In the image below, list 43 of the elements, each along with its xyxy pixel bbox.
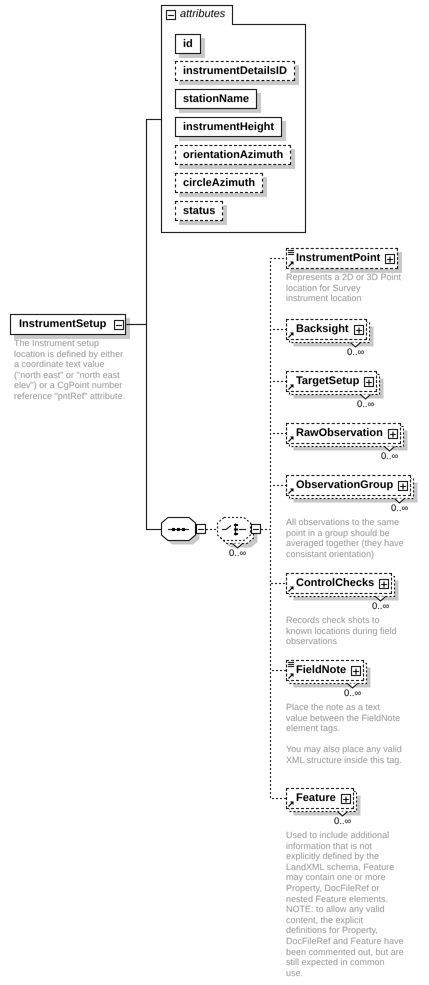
attribute-name: stationName [183,92,250,106]
documentation-text: Records check shots to known locations during field observations [286,615,398,647]
attribute-name: circleAzimuth [183,176,256,190]
element-name: ControlChecks [296,577,374,590]
attribute-name: instrumentHeight [183,120,274,134]
attribute-name: status [183,204,216,218]
occurrence-label: 0..∞ [344,689,362,699]
documentation-text: Place the note as a text value between the FieldNote element tags. [286,702,402,734]
element-name: Feature [296,792,336,805]
element-box [286,475,412,496]
occurrence-label: 0..∞ [357,400,374,410]
documentation-text: You may also place any valid XML structure inside this tag. [286,744,403,766]
element-name: InstrumentPoint [296,252,380,265]
element-name: Backsight [296,323,349,336]
attribute-name: orientationAzimuth [183,148,284,162]
occurrence-label: 0..∞ [229,549,246,559]
element-box [286,788,354,809]
group-label: attributes [180,7,226,22]
element-box [286,423,401,444]
element-box [286,660,364,681]
element-name: RawObservation [296,427,383,440]
element-name: InstrumentSetup [19,318,106,331]
occurrence-label: 0..∞ [334,817,352,827]
connector-line [126,119,162,530]
documentation-text: Represents a 2D or 3D Point location for Survey instrument location [286,272,402,304]
occurrence-label: 0..∞ [347,348,364,358]
element-name: ObservationGroup [296,479,394,492]
documentation-text: Used to include additional information that is not explicitly defined by the LandXML schema, Feature may contain one or more Property, DocFileRef or nested Feature elements. NOTE: to allow any valid content, the explicit definitions for Property, DocFileRef and Feature have been commented out, but are still expected in common use. [286,830,404,978]
attribute-name: instrumentDetailsID [183,64,287,78]
element-box [286,371,378,392]
occurrence-label: 0..∞ [381,452,398,462]
element-name: FieldNote [296,664,346,677]
documentation-text: All observations to the same point in a group should be averaged together (they have consistant orientation) [286,517,404,560]
element-box [286,319,367,340]
documentation-text: The Instrument setup location is defined by either a coordinate text value ("north east" or "north east elev") or a CgPoint number reference "pntRef" attribute. [14,338,126,402]
occurrence-label: 0..∞ [391,504,408,514]
attribute-group [161,5,306,233]
occurrence-label: 0..∞ [372,602,390,612]
attribute-name: id [183,38,193,50]
element-box [286,573,392,594]
connector-line [206,529,218,530]
element-name: TargetSetup [296,375,360,388]
connector-line [260,258,286,799]
